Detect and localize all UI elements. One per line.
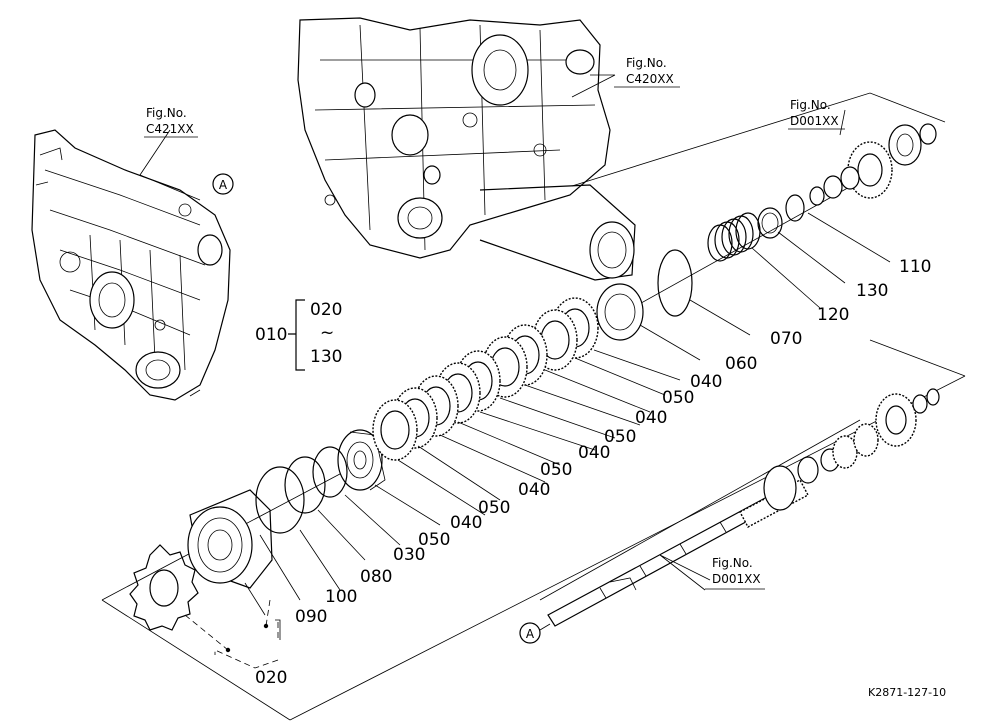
part-number-040[interactable]: 040	[578, 443, 610, 463]
snap-ring-110	[785, 194, 805, 222]
part-number-100[interactable]: 100	[325, 587, 357, 607]
part-number-040[interactable]: 040	[690, 372, 722, 392]
part-number-070[interactable]: 070	[770, 329, 802, 349]
ring-070	[657, 249, 693, 317]
part-number-040[interactable]: 040	[450, 513, 482, 533]
fig-ref-title: Fig.No.	[626, 56, 667, 70]
part-number-050[interactable]: 050	[478, 498, 510, 518]
part-number-030[interactable]: 030	[393, 545, 425, 565]
fig-ref-title: Fig.No.	[712, 556, 753, 570]
clutch-plate-stack	[372, 297, 599, 461]
plate-060	[596, 283, 644, 341]
part-number-090[interactable]: 090	[295, 607, 327, 627]
ring-100	[284, 456, 326, 514]
group-assembly-number: 010	[255, 325, 287, 345]
connector-letter: A	[526, 627, 535, 641]
part-number-110[interactable]: 110	[899, 257, 931, 277]
part-number-040[interactable]: 040	[635, 408, 667, 428]
gear-bearing-stack-top	[809, 123, 937, 206]
clutch-drum-020	[187, 489, 273, 589]
washer-130	[757, 207, 783, 239]
hub-030	[337, 429, 386, 491]
ring-080	[312, 446, 348, 498]
ring-090	[255, 466, 305, 534]
splined-washer	[129, 544, 199, 631]
drawing-code: K2871-127-10	[868, 686, 946, 699]
group-bracket-010	[288, 299, 305, 371]
connector-a-left: A	[212, 173, 234, 195]
fig-ref-d001-top[interactable]: Fig.No. D001XX	[788, 98, 845, 130]
fig-ref-code: D001XX	[790, 114, 839, 128]
fig-ref-title: Fig.No.	[146, 106, 187, 120]
part-number-050[interactable]: 050	[662, 388, 694, 408]
group-label: 010 020 ~ 130	[255, 300, 342, 367]
part-number-050[interactable]: 050	[418, 530, 450, 550]
part-numbers: 110 130 120 070 060 040 050 040 050 040 …	[255, 257, 931, 688]
input-shaft	[547, 388, 940, 627]
fig-ref-title: Fig.No.	[790, 98, 831, 112]
part-number-050[interactable]: 050	[540, 460, 572, 480]
fig-ref-code: D001XX	[712, 572, 761, 586]
fig-ref-d001-bottom[interactable]: Fig.No. D001XX	[705, 556, 765, 590]
group-range-start: 020	[310, 300, 342, 320]
connector-a-bottom: A	[519, 622, 551, 644]
fig-ref-c420[interactable]: Fig.No. C420XX	[614, 56, 680, 88]
leader-lines	[139, 74, 891, 616]
part-number-120[interactable]: 120	[817, 305, 849, 325]
group-range-end: 130	[310, 347, 342, 367]
part-number-040[interactable]: 040	[518, 480, 550, 500]
part-number-020[interactable]: 020	[255, 668, 287, 688]
fig-ref-code: C420XX	[626, 72, 674, 86]
left-transmission-case	[31, 129, 231, 401]
group-range-tilde: ~	[320, 323, 334, 343]
spring-120	[707, 212, 761, 262]
part-number-080[interactable]: 080	[360, 567, 392, 587]
part-number-060[interactable]: 060	[725, 354, 757, 374]
part-number-050[interactable]: 050	[604, 427, 636, 447]
upper-transmission-case	[297, 17, 636, 281]
bracket-020	[184, 599, 281, 669]
part-number-130[interactable]: 130	[856, 281, 888, 301]
fig-ref-code: C421XX	[146, 122, 194, 136]
connector-letter: A	[219, 178, 228, 192]
fig-ref-c421[interactable]: Fig.No. C421XX	[144, 106, 198, 138]
